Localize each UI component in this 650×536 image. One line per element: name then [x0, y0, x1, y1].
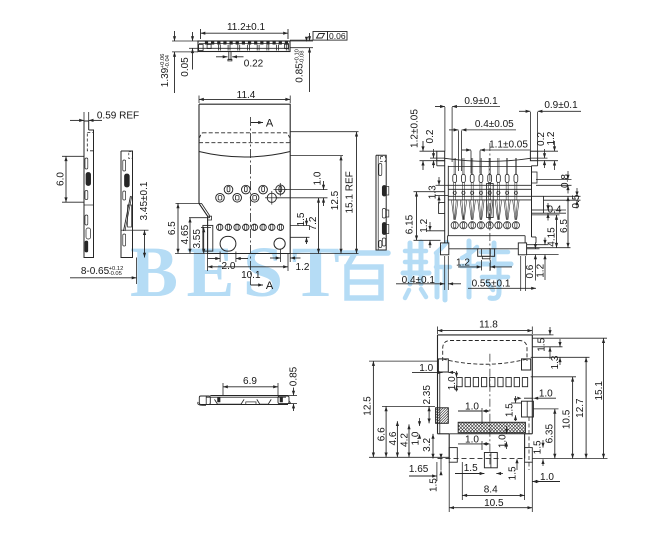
svg-text:1.0: 1.0 — [539, 389, 553, 400]
svg-text:6.6: 6.6 — [376, 427, 387, 441]
svg-text:8-0.65: 8-0.65 — [81, 266, 110, 277]
svg-text:0.59 REF: 0.59 REF — [97, 111, 139, 122]
svg-text:1.5: 1.5 — [505, 403, 516, 417]
svg-text:-0.04: -0.04 — [165, 54, 171, 68]
svg-text:0.6: 0.6 — [525, 264, 536, 278]
svg-text:0.06: 0.06 — [329, 31, 346, 41]
svg-text:1.0: 1.0 — [498, 434, 509, 448]
svg-text:+0.10: +0.10 — [295, 49, 301, 64]
svg-text:1.5: 1.5 — [296, 212, 307, 226]
svg-text:1.5: 1.5 — [508, 466, 519, 480]
svg-text:0.4±0.05: 0.4±0.05 — [475, 119, 514, 130]
svg-text:+0.12: +0.12 — [109, 266, 124, 272]
svg-text:1.5: 1.5 — [429, 478, 440, 492]
svg-text:4.65: 4.65 — [180, 224, 191, 244]
svg-text:1.2±0.05: 1.2±0.05 — [410, 109, 421, 148]
svg-text:1.0: 1.0 — [540, 472, 554, 483]
svg-text:10.5: 10.5 — [484, 498, 504, 509]
svg-text:1.2: 1.2 — [456, 258, 470, 269]
svg-text:1.3: 1.3 — [550, 355, 561, 369]
svg-text:12.5: 12.5 — [363, 396, 374, 416]
svg-text:12.7: 12.7 — [575, 398, 586, 418]
svg-text:1.5: 1.5 — [533, 440, 544, 454]
svg-text:6.5: 6.5 — [167, 221, 178, 235]
svg-text:2.35: 2.35 — [422, 385, 433, 405]
svg-text:1.2: 1.2 — [419, 218, 430, 232]
svg-text:0.85: 0.85 — [295, 63, 306, 83]
svg-text:4.2: 4.2 — [400, 433, 411, 447]
svg-text:1.2: 1.2 — [296, 262, 310, 273]
svg-text:1.0: 1.0 — [465, 402, 479, 413]
svg-text:7.2: 7.2 — [308, 216, 319, 230]
svg-text:1.1±0.05: 1.1±0.05 — [489, 139, 528, 150]
svg-text:6.5: 6.5 — [559, 219, 570, 233]
svg-text:3.55: 3.55 — [192, 229, 203, 249]
svg-text:3.45±0.1: 3.45±0.1 — [139, 181, 150, 220]
svg-text:12.5: 12.5 — [330, 190, 341, 210]
svg-text:1.39: 1.39 — [160, 67, 171, 87]
svg-text:1.2: 1.2 — [535, 263, 546, 277]
svg-text:10.1: 10.1 — [241, 270, 261, 281]
svg-text:0.05: 0.05 — [180, 57, 191, 77]
svg-text:1.5: 1.5 — [464, 463, 478, 474]
svg-text:15.1: 15.1 — [594, 381, 605, 401]
svg-text:8.4: 8.4 — [484, 485, 498, 496]
svg-text:0.4±0.1: 0.4±0.1 — [402, 275, 436, 286]
svg-text:11.8: 11.8 — [479, 320, 498, 331]
svg-text:A: A — [266, 117, 274, 129]
svg-text:A: A — [266, 280, 274, 292]
svg-text:0.8: 0.8 — [560, 174, 571, 188]
svg-text:0.2: 0.2 — [425, 129, 436, 143]
svg-text:BEST: BEST — [130, 232, 348, 312]
svg-text:0.9±0.1: 0.9±0.1 — [544, 100, 578, 111]
svg-text:6.9: 6.9 — [243, 376, 257, 387]
svg-text:1.0: 1.0 — [419, 363, 433, 374]
svg-text:0.85: 0.85 — [288, 366, 299, 386]
svg-text:11.4: 11.4 — [237, 90, 256, 101]
svg-text:0.9±0.1: 0.9±0.1 — [464, 96, 498, 107]
svg-text:0.55±0.1: 0.55±0.1 — [472, 278, 511, 289]
svg-text:1.0: 1.0 — [411, 431, 422, 445]
svg-text:+0.06: +0.06 — [160, 54, 166, 69]
svg-text:1.0: 1.0 — [313, 171, 324, 185]
svg-text:0.4: 0.4 — [548, 205, 562, 216]
svg-text:4.6: 4.6 — [388, 431, 399, 445]
svg-text:0.5: 0.5 — [571, 194, 582, 208]
svg-text:6.15: 6.15 — [405, 214, 416, 234]
svg-text:0.2: 0.2 — [536, 132, 547, 146]
svg-text:1.65: 1.65 — [409, 464, 429, 475]
svg-text:-0.05: -0.05 — [109, 271, 122, 277]
svg-text:11.2±0.1: 11.2±0.1 — [227, 22, 266, 33]
svg-text:1.5: 1.5 — [537, 337, 548, 351]
svg-text:4.15: 4.15 — [547, 227, 558, 247]
svg-text:15.1 REF: 15.1 REF — [345, 171, 356, 213]
svg-text:1.0: 1.0 — [447, 376, 458, 390]
svg-text:2.0: 2.0 — [222, 261, 236, 272]
svg-text:6.35: 6.35 — [545, 424, 556, 444]
svg-text:3.2: 3.2 — [422, 438, 433, 452]
svg-text:1.2: 1.2 — [546, 131, 557, 145]
svg-text:10.5: 10.5 — [561, 409, 572, 429]
svg-text:1.0: 1.0 — [465, 435, 479, 446]
svg-text:0.22: 0.22 — [244, 58, 264, 69]
svg-text:-0.08: -0.08 — [300, 51, 306, 64]
svg-text:6.0: 6.0 — [56, 172, 67, 186]
